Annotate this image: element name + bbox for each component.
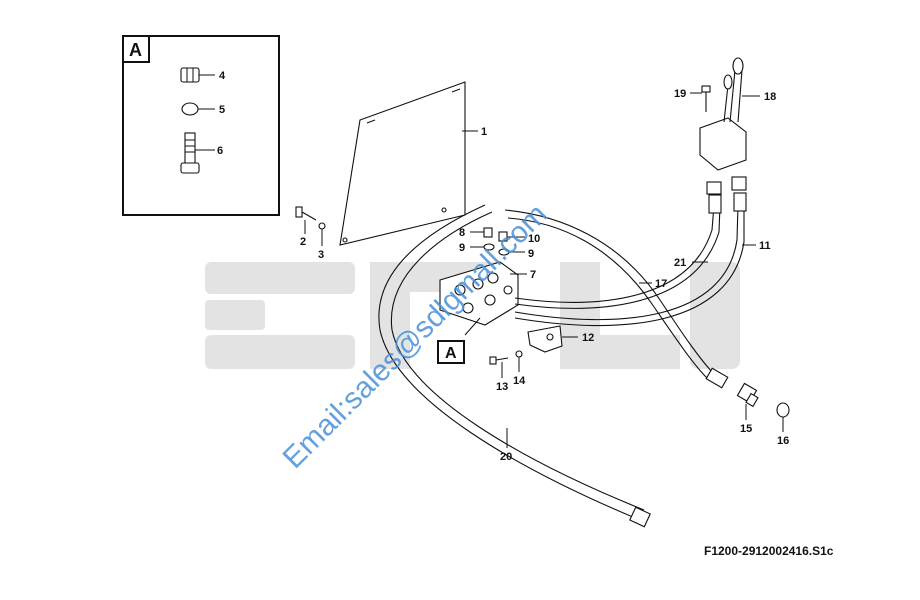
callout-12: 12 [582, 332, 594, 344]
callout-19: 19 [674, 88, 686, 100]
callout-8: 8 [459, 227, 465, 239]
drawing-code: F1200-2912002416.S1c [704, 544, 834, 558]
callout-13: 13 [496, 381, 508, 393]
callout-21: 21 [674, 257, 686, 269]
control-valve [439, 261, 519, 326]
bolt-19-icon [701, 85, 711, 112]
hose-11 [514, 176, 747, 327]
hose-20 [378, 204, 651, 528]
fitting-8-icon [483, 227, 493, 238]
adapter-15-icon [736, 382, 759, 408]
bolt-icon [180, 132, 200, 174]
bolt-13-icon [489, 356, 509, 365]
detail-callout-a: A [445, 345, 457, 362]
pilot-control-18 [699, 57, 747, 171]
callout-4: 4 [219, 70, 226, 82]
callout-11: 11 [759, 240, 771, 252]
callout-7: 7 [530, 269, 536, 281]
callout-17: 17 [655, 278, 667, 290]
callout-5: 5 [219, 104, 225, 116]
detail-box-a: A [122, 35, 280, 216]
callout-3: 3 [318, 249, 324, 261]
cover-plate [339, 81, 466, 246]
callout-20: 20 [500, 451, 512, 463]
hose-17 [504, 209, 729, 389]
bolt-2-icon [295, 206, 317, 221]
callout-15: 15 [740, 423, 752, 435]
nut-icon [180, 67, 200, 83]
washer-icon [181, 102, 199, 116]
callout-10: 10 [528, 233, 540, 245]
hose-21 [514, 181, 722, 309]
detail-label: A [129, 40, 142, 60]
seal-16-icon [776, 402, 790, 418]
callout-9-right: 9 [528, 248, 534, 260]
callout-18: 18 [764, 91, 776, 103]
callout-14: 14 [513, 375, 526, 387]
callout-6: 6 [217, 145, 223, 157]
bracket-12-icon [527, 325, 563, 353]
callout-9-left: 9 [459, 242, 465, 254]
callout-16: 16 [777, 435, 789, 447]
callout-1: 1 [481, 126, 487, 138]
washer-14-icon [515, 350, 523, 358]
washer-3-icon [318, 222, 326, 230]
callout-2: 2 [300, 236, 306, 248]
